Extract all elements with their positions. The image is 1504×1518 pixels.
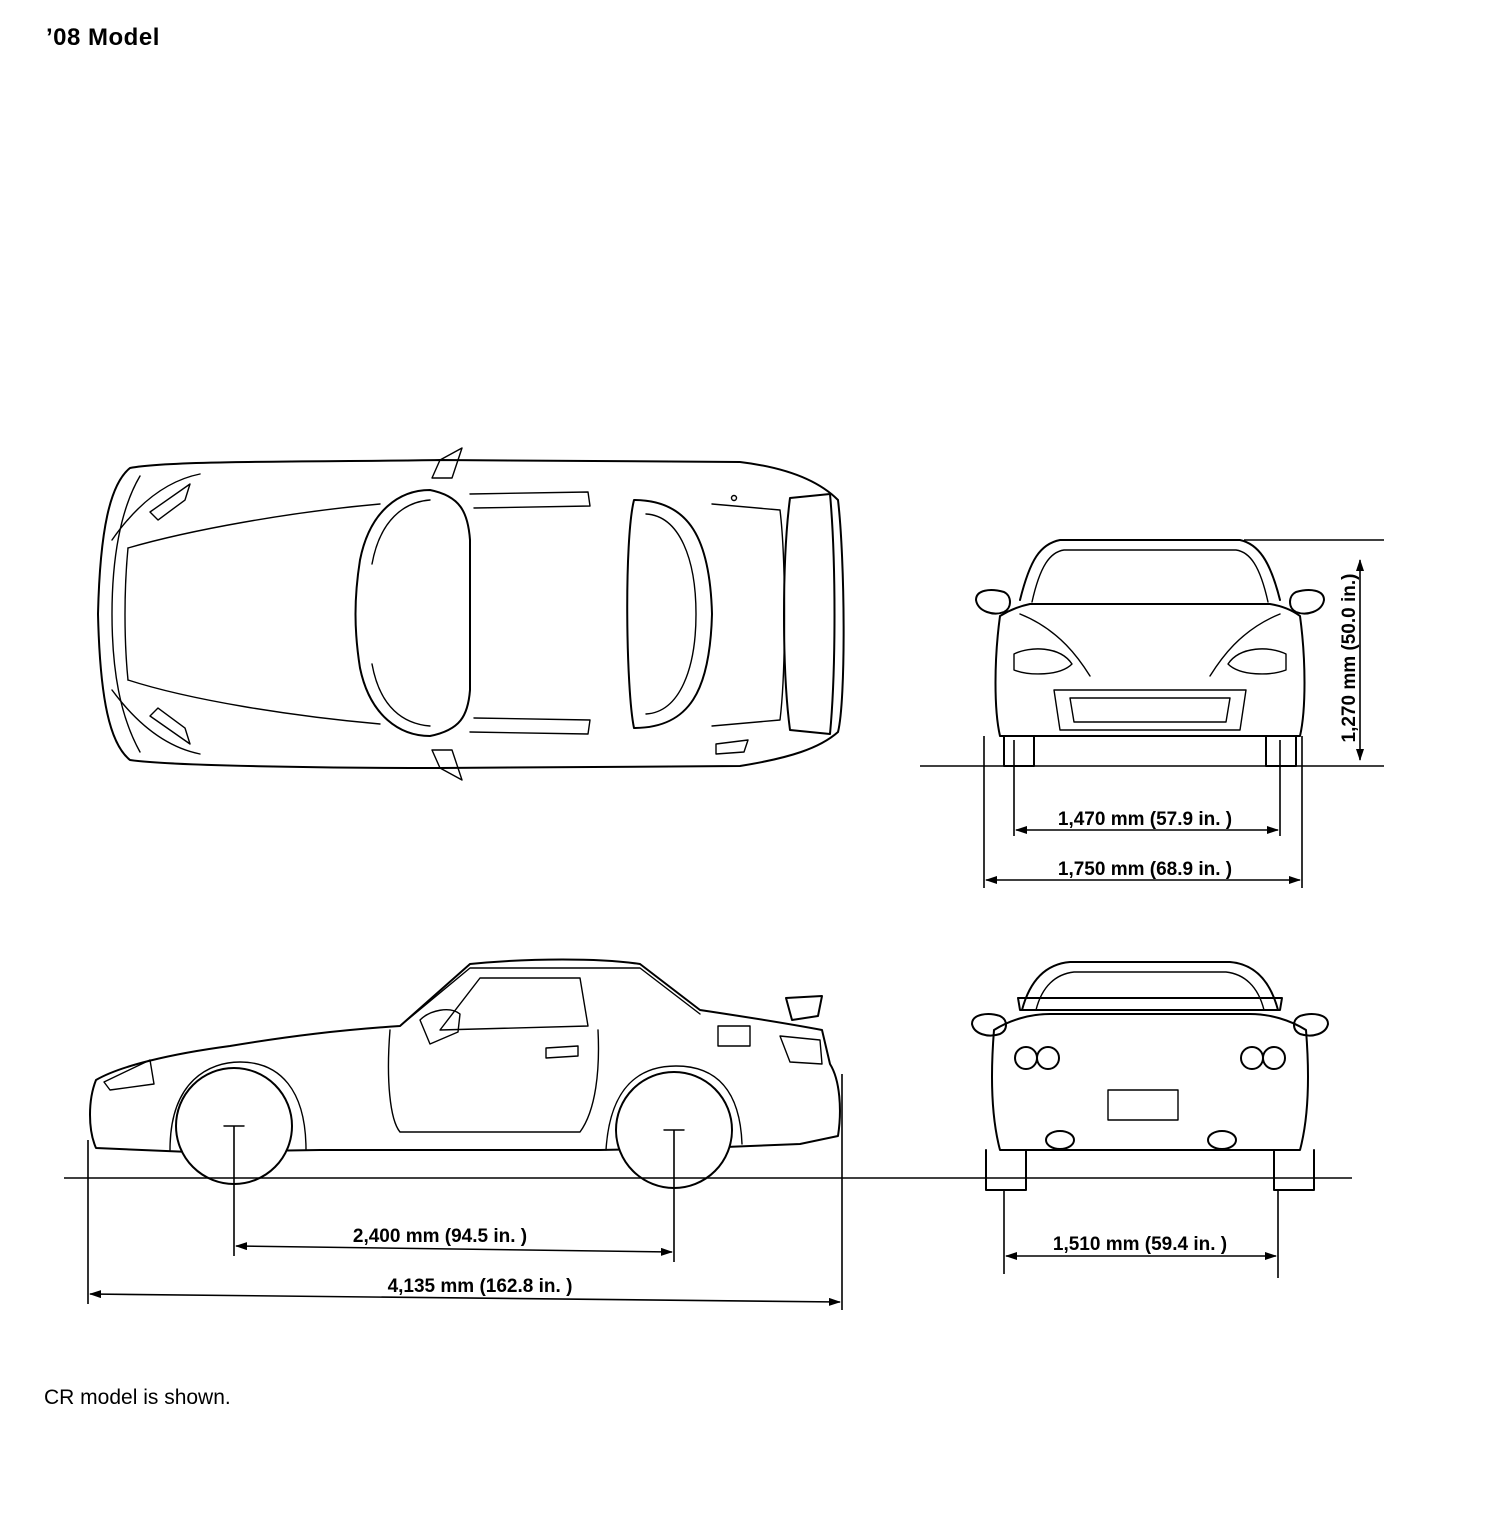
overall-height-label: 1,270 mm (50.0 in.): [1339, 574, 1360, 743]
dimension-lines: [64, 539, 1384, 1310]
front-view: [975, 539, 1325, 767]
page-title: ’08 Model: [46, 24, 160, 51]
overall-length-label: 4,135 mm (162.8 in. ): [388, 1276, 573, 1297]
front-tread-label: 1,470 mm (57.9 in. ): [1058, 809, 1232, 830]
top-view: [97, 447, 845, 781]
rear-view: [971, 961, 1329, 1191]
rear-tread-label: 1,510 mm (59.4 in. ): [1053, 1234, 1227, 1255]
caption-note: CR model is shown.: [44, 1386, 231, 1409]
wheelbase-label: 2,400 mm (94.5 in. ): [353, 1226, 527, 1247]
overall-width-label: 1,750 mm (68.9 in. ): [1058, 859, 1232, 880]
side-view: [89, 958, 841, 1189]
